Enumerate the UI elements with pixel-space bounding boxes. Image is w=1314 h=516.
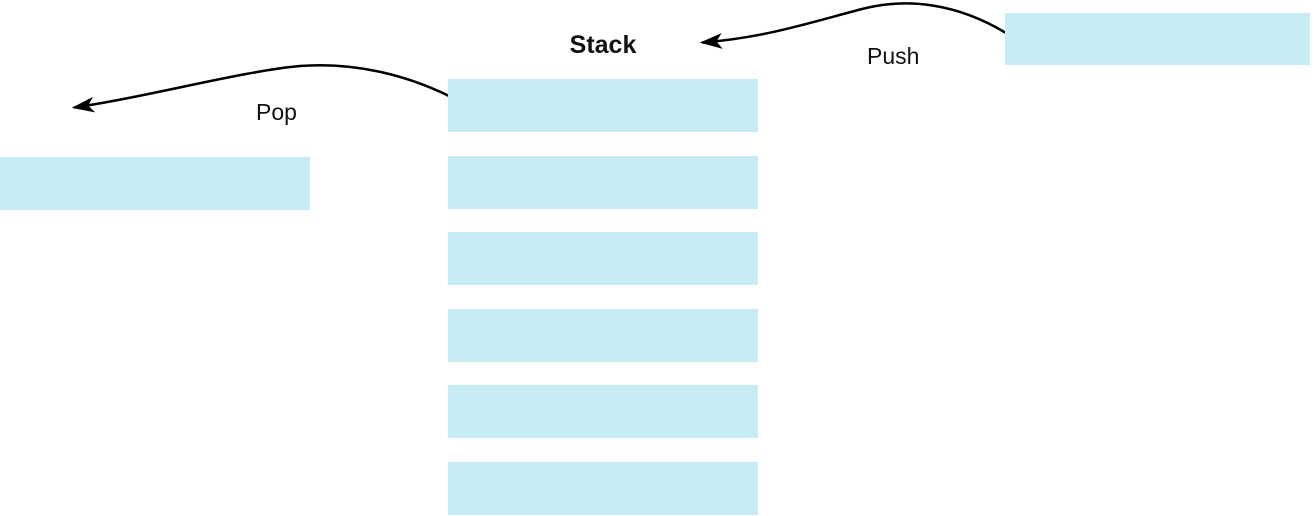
stack-slot [448, 232, 758, 286]
stack-slot [448, 385, 758, 439]
stack-slots [448, 79, 758, 516]
popped-stack-item [0, 157, 310, 210]
incoming-stack-item [1005, 13, 1310, 65]
stack-slot [448, 308, 758, 362]
stack-title: Stack [569, 31, 637, 59]
stack-slot [448, 462, 758, 515]
push-operation-label: Push [867, 43, 920, 69]
stack-slot [448, 79, 758, 132]
pop-operation-label: Pop [256, 99, 297, 125]
stack-slot [448, 155, 758, 209]
